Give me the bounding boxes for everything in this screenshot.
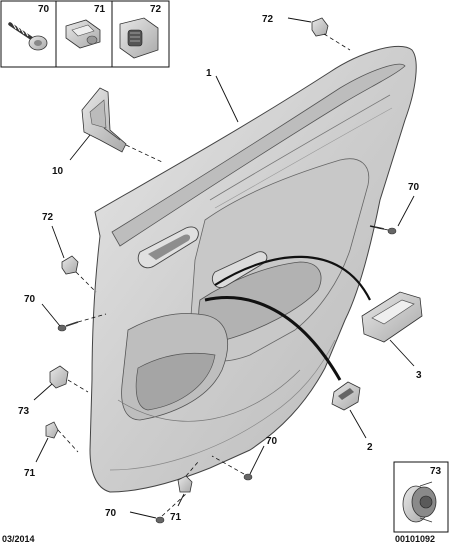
inset-label-71: 71 (94, 4, 106, 15)
callout-1: 1 (206, 68, 212, 79)
grommet-72-left (61, 255, 79, 275)
callout-71-left: 71 (24, 468, 36, 479)
screw-icon (8, 21, 48, 51)
window-switch (361, 291, 423, 343)
screw-70-bottom-right (243, 473, 253, 481)
callout-73-left: 73 (18, 406, 30, 417)
leader-lines (33, 17, 415, 519)
clip-71-left (45, 421, 59, 439)
parts-inset-top: 70 71 72 (0, 0, 170, 68)
footer-date: 03/2014 (2, 534, 35, 544)
inset-label-73: 73 (430, 466, 442, 477)
screw-70-left (57, 321, 79, 332)
callout-72-top: 72 (262, 14, 274, 25)
mounting-bracket (81, 87, 127, 153)
callout-70-left: 70 (24, 294, 36, 305)
connector-switch (331, 381, 361, 411)
callout-71-bottom: 71 (170, 512, 182, 523)
clip-icon (65, 19, 101, 49)
door-trim-panel (89, 46, 417, 493)
callout-10: 10 (52, 166, 64, 177)
screw-70-bottom (155, 516, 165, 524)
grommet-icon (119, 17, 159, 59)
callout-70-bottom: 70 (105, 508, 117, 519)
callout-70-bottom-right: 70 (266, 436, 278, 447)
callout-70-right: 70 (408, 182, 420, 193)
clip-71-bottom (177, 475, 193, 493)
callout-3: 3 (416, 370, 422, 381)
inset-label-70: 70 (38, 4, 50, 15)
inset-label-72: 72 (150, 4, 162, 15)
callout-72-left: 72 (42, 212, 54, 223)
clip-73-left (49, 365, 69, 389)
grommet-72-top (311, 17, 329, 37)
callout-2: 2 (367, 442, 373, 453)
switch-cables (204, 255, 371, 381)
footer-reference: 00101092 (395, 534, 435, 544)
parts-inset-bottom: 73 (393, 461, 449, 533)
fastener-clip-icon (402, 481, 437, 523)
